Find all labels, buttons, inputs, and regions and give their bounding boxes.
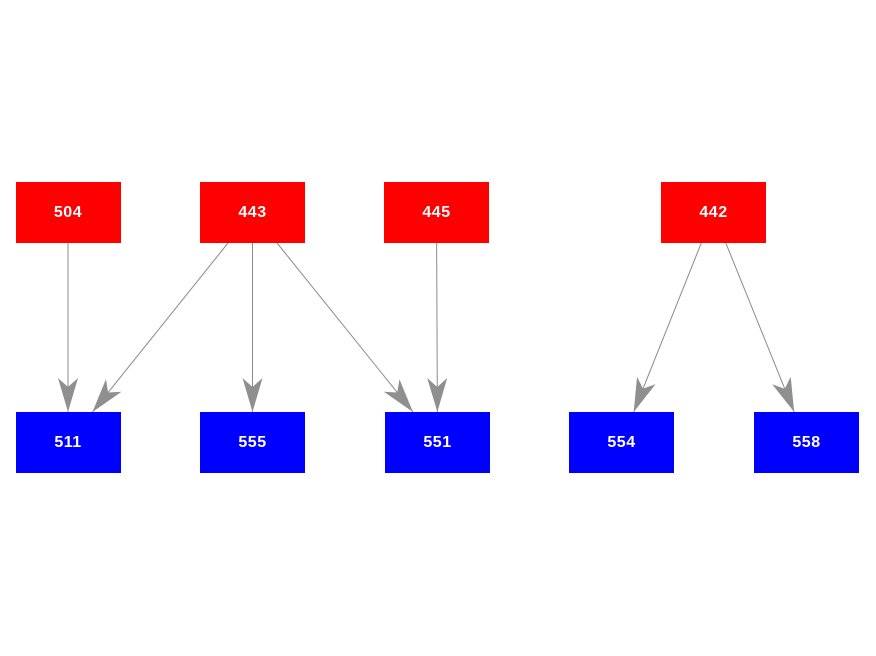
node-558: 558	[754, 412, 859, 473]
node-551: 551	[385, 412, 490, 473]
node-label: 504	[53, 203, 83, 221]
node-label: 558	[792, 433, 821, 451]
edge-442-554	[633, 242, 702, 413]
node-554: 554	[569, 412, 674, 473]
node-511: 511	[15, 412, 121, 473]
edge-443-551	[276, 242, 414, 413]
node-label: 551	[423, 433, 452, 451]
node-label: 555	[238, 433, 267, 451]
node-label: 442	[699, 203, 728, 221]
node-555: 555	[200, 412, 305, 473]
node-504: 504	[15, 182, 121, 243]
edge-443-511	[92, 242, 229, 413]
edge-442-558	[725, 242, 795, 413]
node-label: 554	[607, 433, 636, 451]
node-443: 443	[200, 182, 305, 243]
node-label: 443	[238, 203, 267, 221]
node-442: 442	[661, 182, 766, 243]
node-label: 445	[422, 203, 451, 221]
node-445: 445	[384, 182, 489, 243]
edge-445-551	[427, 242, 448, 413]
edge-group	[58, 242, 795, 413]
node-label: 511	[54, 433, 82, 451]
